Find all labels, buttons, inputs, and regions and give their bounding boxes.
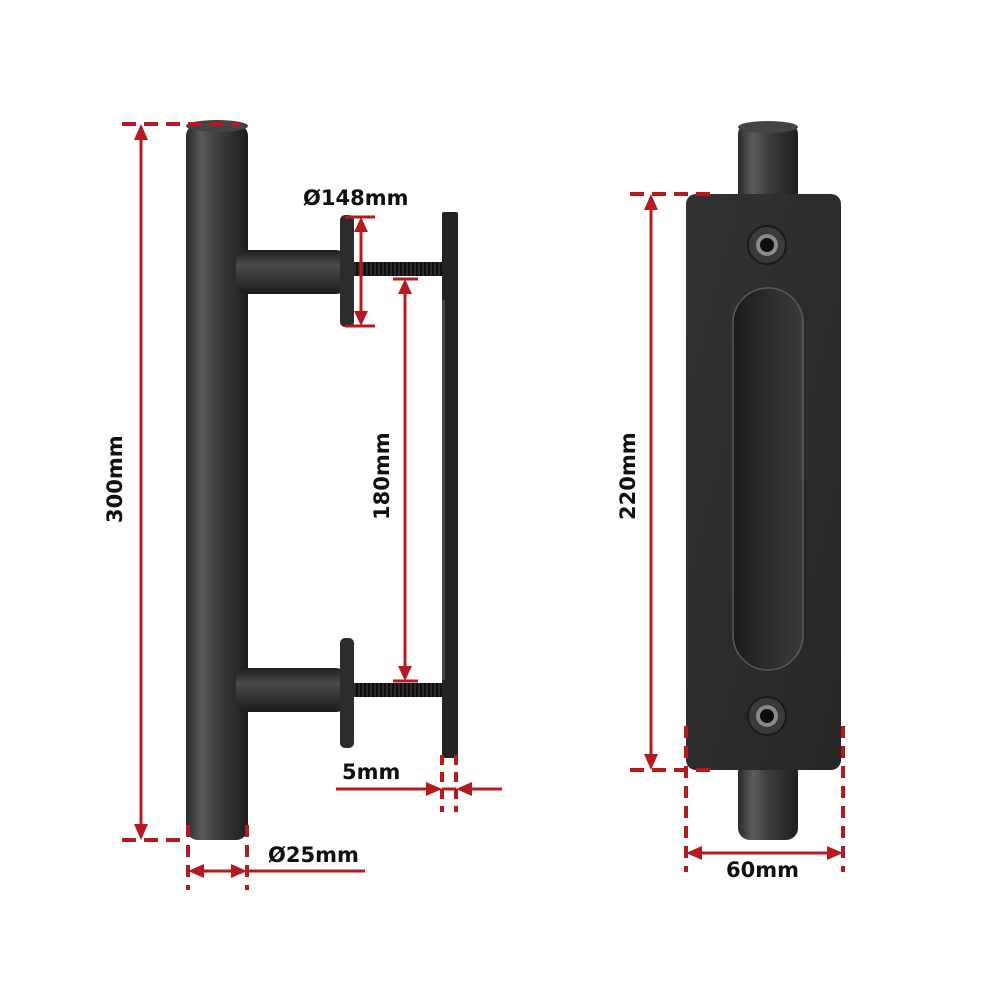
front-rod-top: [738, 124, 798, 204]
standoff-diameter-label: Ø148mm: [303, 186, 409, 210]
dimension-lines-front: [630, 192, 845, 872]
lower-standoff-arm: [236, 668, 346, 712]
dimension-arrowheads-front: [644, 194, 843, 860]
plate-length-label: 220mm: [616, 432, 640, 520]
plate-width-label: 60mm: [726, 858, 799, 882]
upper-bolt: [354, 262, 446, 276]
dimension-lines-side: [122, 122, 502, 890]
door-plate-edge: [442, 212, 458, 758]
side-view: [122, 120, 502, 890]
finger-pull-recess: [732, 287, 804, 671]
upper-washer: [340, 215, 354, 327]
bottom-screw-hole: [747, 696, 787, 736]
lower-washer: [340, 638, 354, 748]
total-length-label: 300mm: [103, 435, 127, 523]
dimension-arrowheads-side: [134, 124, 472, 878]
handle-rod: [186, 124, 248, 840]
front-rod-bottom: [738, 760, 798, 840]
center-to-center-label: 180mm: [370, 432, 394, 520]
front-view: [630, 121, 845, 872]
plate-thickness-label: 5mm: [342, 760, 401, 784]
rod-diameter-label: Ø25mm: [268, 843, 359, 867]
upper-standoff-arm: [236, 250, 346, 294]
lower-bolt: [354, 683, 446, 697]
top-screw-hole: [747, 225, 787, 265]
